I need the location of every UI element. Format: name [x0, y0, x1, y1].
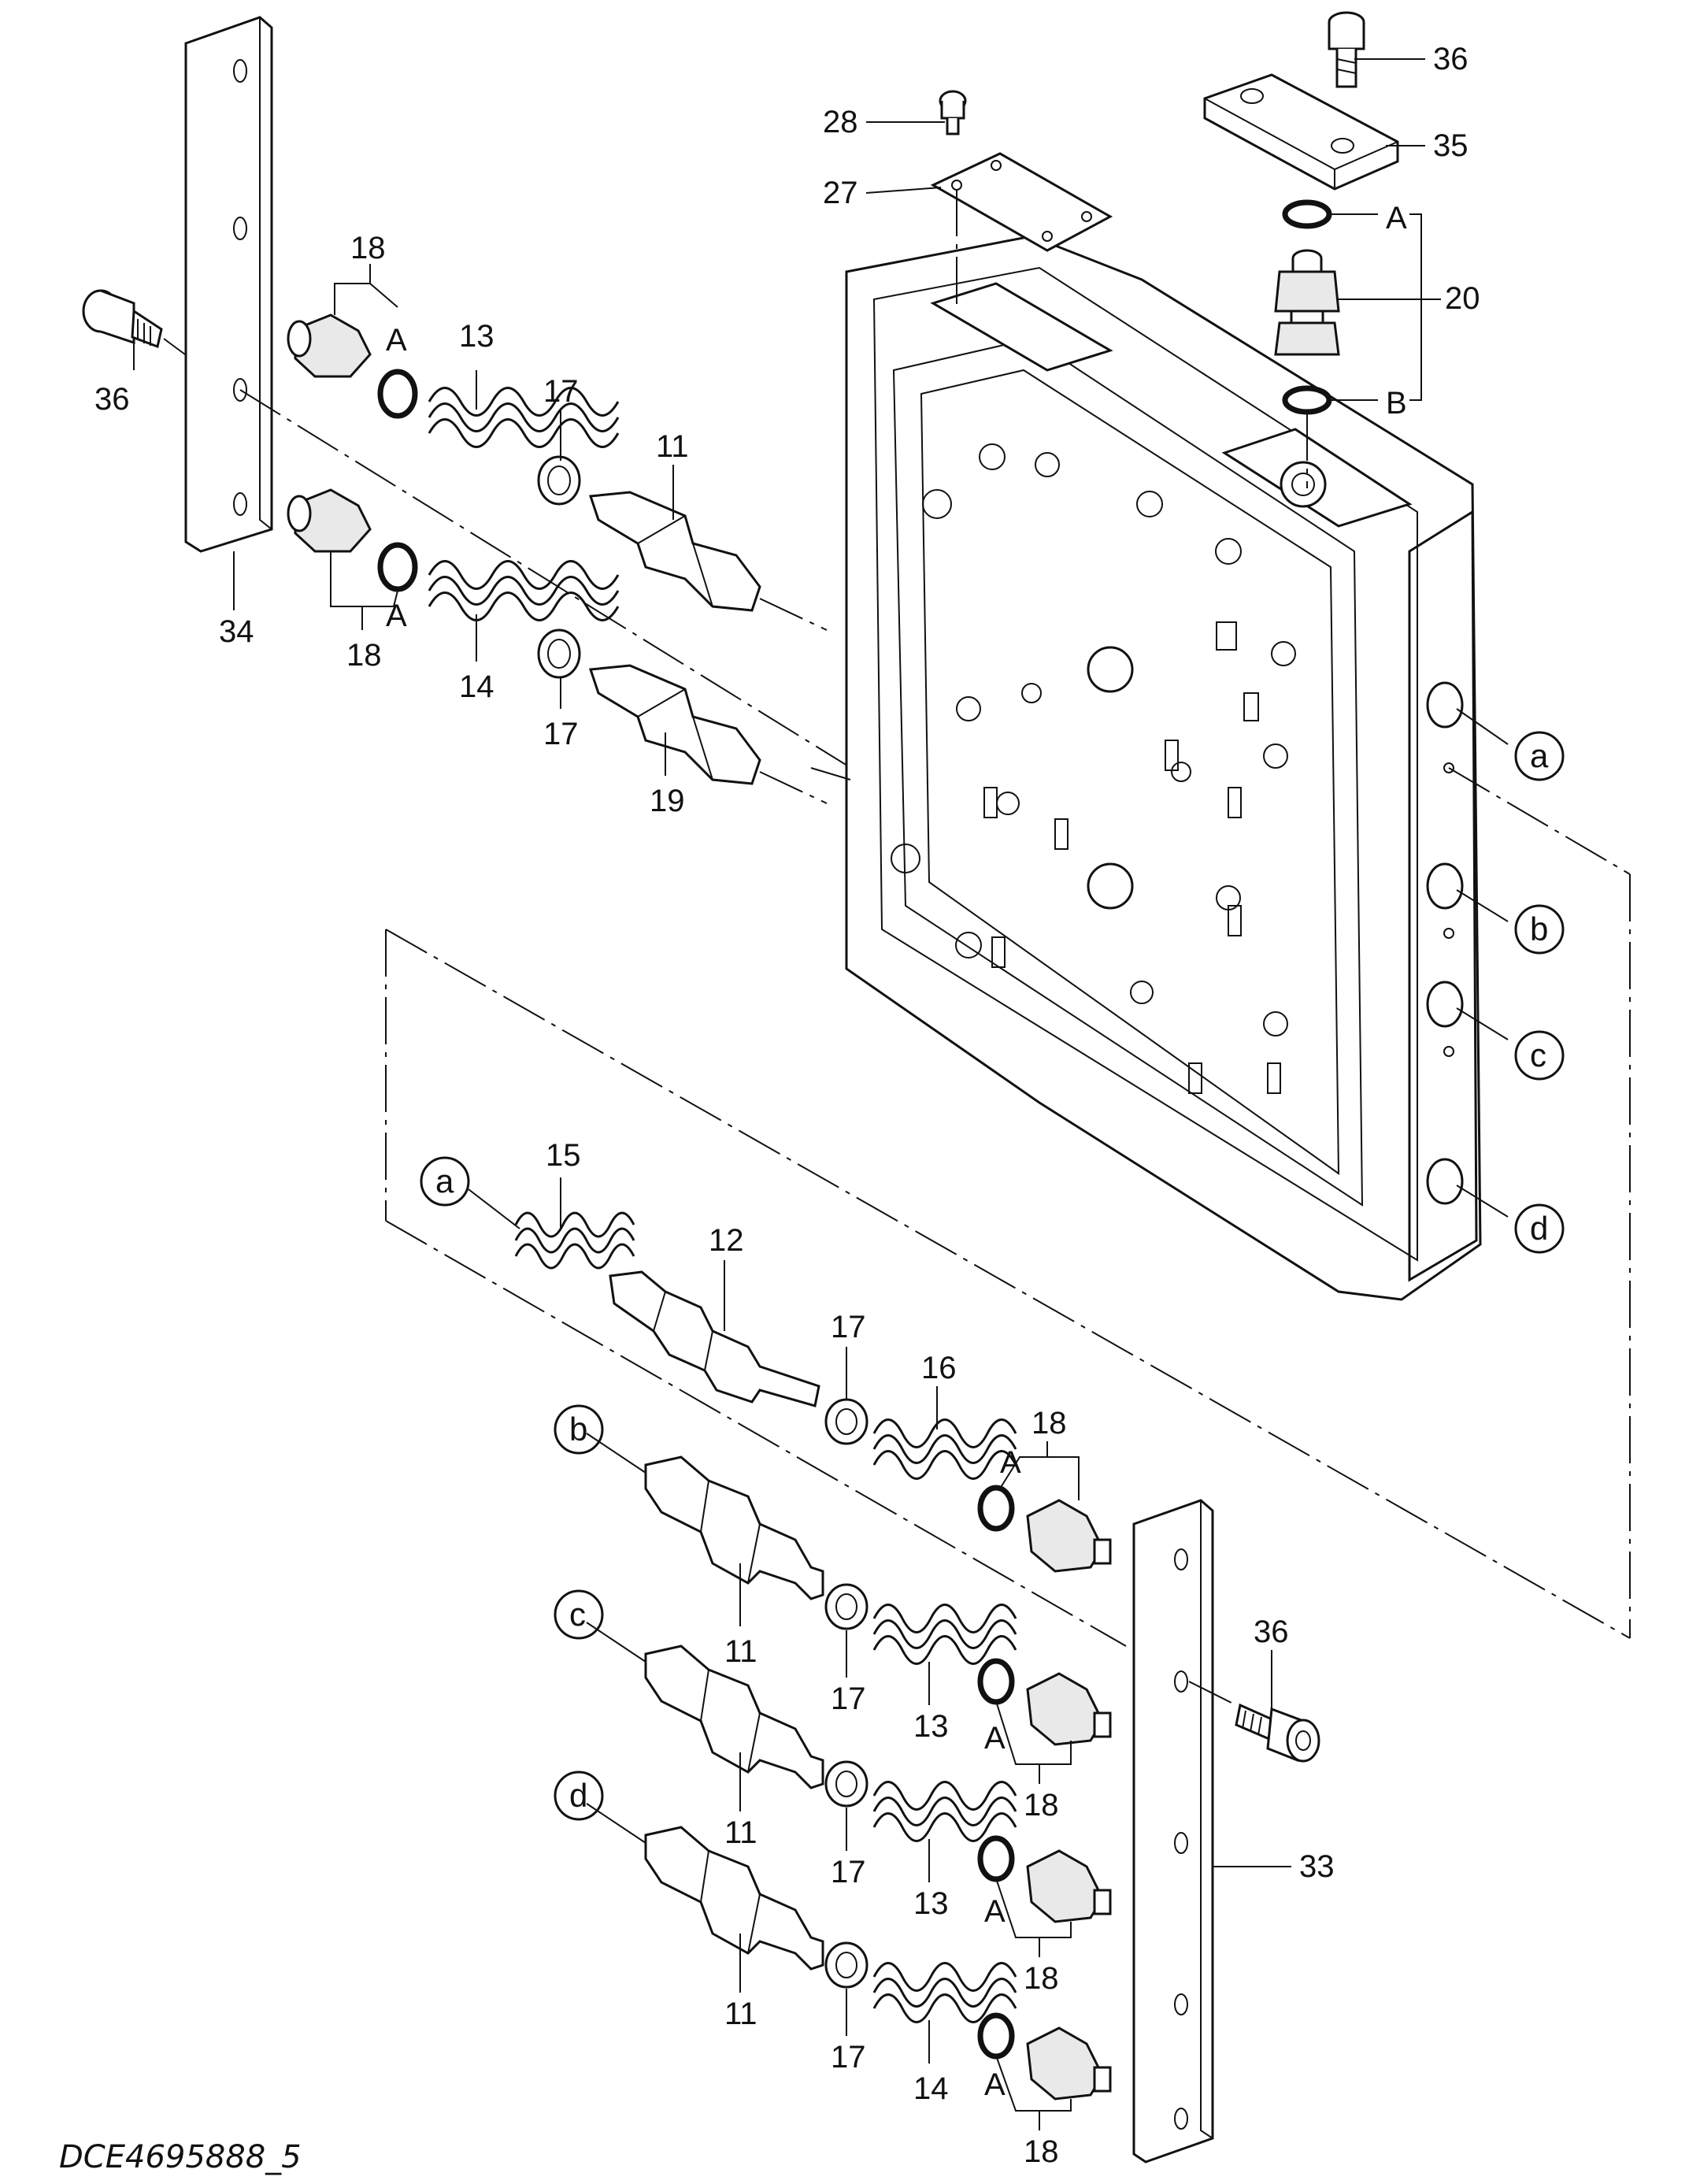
- label-36-right: 36: [1254, 1615, 1289, 1649]
- label-18-a: 18: [350, 231, 386, 265]
- row-d-assembly: [644, 1826, 1112, 2101]
- label-11-b: 11: [724, 1634, 757, 1669]
- circle-label-c-left: c: [569, 1596, 586, 1633]
- bolt-36-top: [1328, 11, 1365, 88]
- label-A-f: A: [984, 2067, 1006, 2102]
- label-A-e: A: [984, 1894, 1006, 1929]
- label-20: 20: [1445, 281, 1480, 316]
- end-plate-34: [184, 16, 273, 553]
- label-14-a: 14: [459, 669, 494, 704]
- label-A-top: A: [1386, 201, 1407, 235]
- label-11-c: 11: [724, 1815, 757, 1850]
- circle-label-b-left: b: [569, 1411, 587, 1448]
- circle-label-b-right: b: [1530, 910, 1548, 947]
- valve-20: [1274, 199, 1340, 488]
- label-33: 33: [1299, 1849, 1335, 1884]
- label-18-c: 18: [1031, 1406, 1067, 1441]
- label-B: B: [1386, 386, 1407, 421]
- label-17-a: 17: [543, 374, 579, 409]
- label-15: 15: [546, 1138, 581, 1173]
- bolt-36-right: [1188, 1681, 1320, 1763]
- plate-35: [1203, 73, 1399, 191]
- left-lower-assembly: [239, 389, 871, 804]
- label-11-d: 11: [724, 1997, 757, 2031]
- spring-14-upper: [428, 560, 620, 621]
- row-b-assembly: [644, 1455, 1112, 1746]
- label-18-f: 18: [1024, 2134, 1059, 2169]
- drawing-code: DCE4695888_5: [59, 2139, 302, 2175]
- left-upper-assembly: [287, 313, 828, 631]
- part-labels: 28 27 36 35 A 20 B 18 A 13 17 11 36 34 A…: [94, 42, 1480, 2169]
- label-13-a: 13: [459, 319, 494, 354]
- label-A-c: A: [1000, 1445, 1021, 1480]
- label-11-a: 11: [656, 429, 689, 464]
- screw-28: [939, 90, 967, 135]
- label-27: 27: [823, 176, 858, 210]
- circle-labels: a b c d a b c d: [420, 731, 1565, 1821]
- label-A-b: A: [386, 599, 407, 633]
- label-14-b: 14: [913, 2071, 949, 2106]
- cover-plate-27: [930, 152, 1113, 311]
- label-17-c: 17: [831, 1310, 866, 1344]
- label-17-f: 17: [831, 2040, 866, 2075]
- label-36-top: 36: [1433, 42, 1469, 76]
- label-17-b: 17: [543, 717, 579, 751]
- label-17-d: 17: [831, 1682, 866, 1716]
- label-36-left: 36: [94, 382, 130, 417]
- circle-label-d-left: d: [569, 1777, 587, 1814]
- label-18-e: 18: [1024, 1961, 1059, 1996]
- label-13-b: 13: [913, 1709, 949, 1744]
- end-plate-33: [1132, 1499, 1214, 2164]
- label-28: 28: [823, 105, 858, 139]
- label-16: 16: [921, 1351, 957, 1385]
- label-13-c: 13: [913, 1886, 949, 1921]
- leader-lines: [133, 58, 1509, 2130]
- label-34: 34: [219, 614, 254, 649]
- label-12: 12: [709, 1223, 744, 1258]
- bolt-36-left: [82, 289, 186, 355]
- label-A-d: A: [984, 1721, 1006, 1756]
- circle-label-c-right: c: [1530, 1036, 1546, 1073]
- label-18-b: 18: [346, 638, 382, 673]
- label-18-d: 18: [1024, 1788, 1059, 1822]
- valve-body: [845, 235, 1482, 1301]
- label-35: 35: [1433, 128, 1469, 163]
- explode-guide-lines: [385, 767, 1631, 1647]
- label-19: 19: [650, 784, 685, 818]
- circle-label-d-right: d: [1530, 1210, 1548, 1247]
- row-a-assembly: [514, 1211, 1112, 1573]
- label-17-e: 17: [831, 1855, 866, 1889]
- spring-13-upper: [428, 387, 620, 448]
- label-A-a: A: [386, 323, 407, 358]
- circle-label-a-left: a: [435, 1162, 454, 1200]
- row-c-assembly: [644, 1644, 1112, 1923]
- circle-label-a-right: a: [1530, 737, 1549, 774]
